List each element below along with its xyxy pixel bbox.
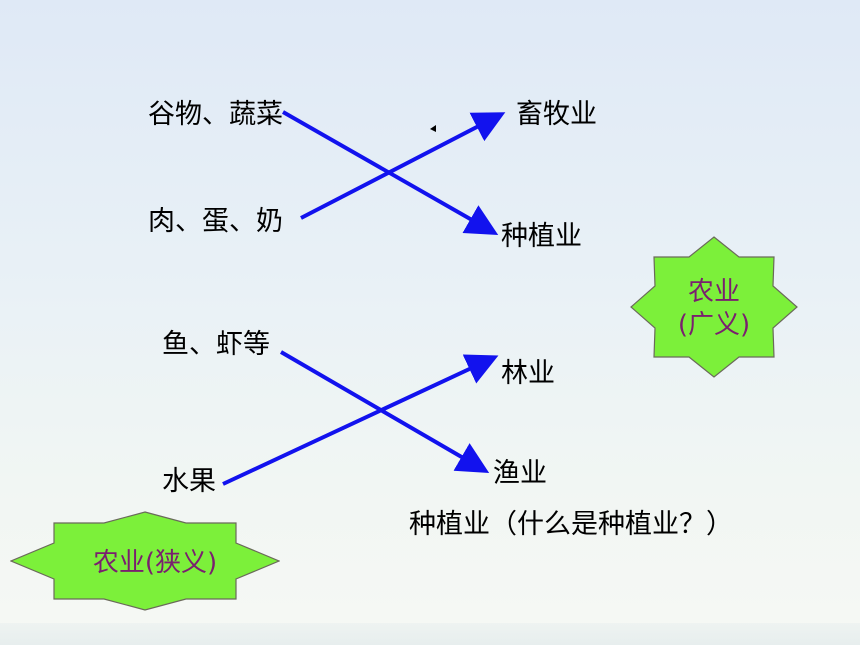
small-marker xyxy=(430,125,436,132)
footer-band xyxy=(0,623,860,645)
label-fish-shrimp: 鱼、虾等 xyxy=(162,329,270,360)
label-animal-husbandry: 畜牧业 xyxy=(516,99,597,130)
narrow-agriculture-badge xyxy=(10,511,280,611)
narrow-badge-label: 农业(狭义) xyxy=(92,548,218,578)
arrow-fruit-to-forestry xyxy=(222,354,499,486)
label-fruit: 水果 xyxy=(162,466,216,497)
label-grain-vegetables: 谷物、蔬菜 xyxy=(148,99,283,130)
broad-badge-line2: (广义) xyxy=(677,309,751,340)
broad-badge-label: 农业 (广义) xyxy=(658,276,770,341)
arrow-meat-to-husbandry xyxy=(300,112,506,220)
broad-agriculture-badge xyxy=(630,236,798,378)
label-forestry: 林业 xyxy=(501,358,555,389)
broad-badge-line1: 农业 xyxy=(687,277,740,307)
question-text: 种植业（什么是种植业？） xyxy=(409,509,733,540)
label-fishery: 渔业 xyxy=(493,458,547,489)
label-planting: 种植业 xyxy=(501,221,582,252)
label-meat-egg-milk: 肉、蛋、奶 xyxy=(148,206,283,237)
